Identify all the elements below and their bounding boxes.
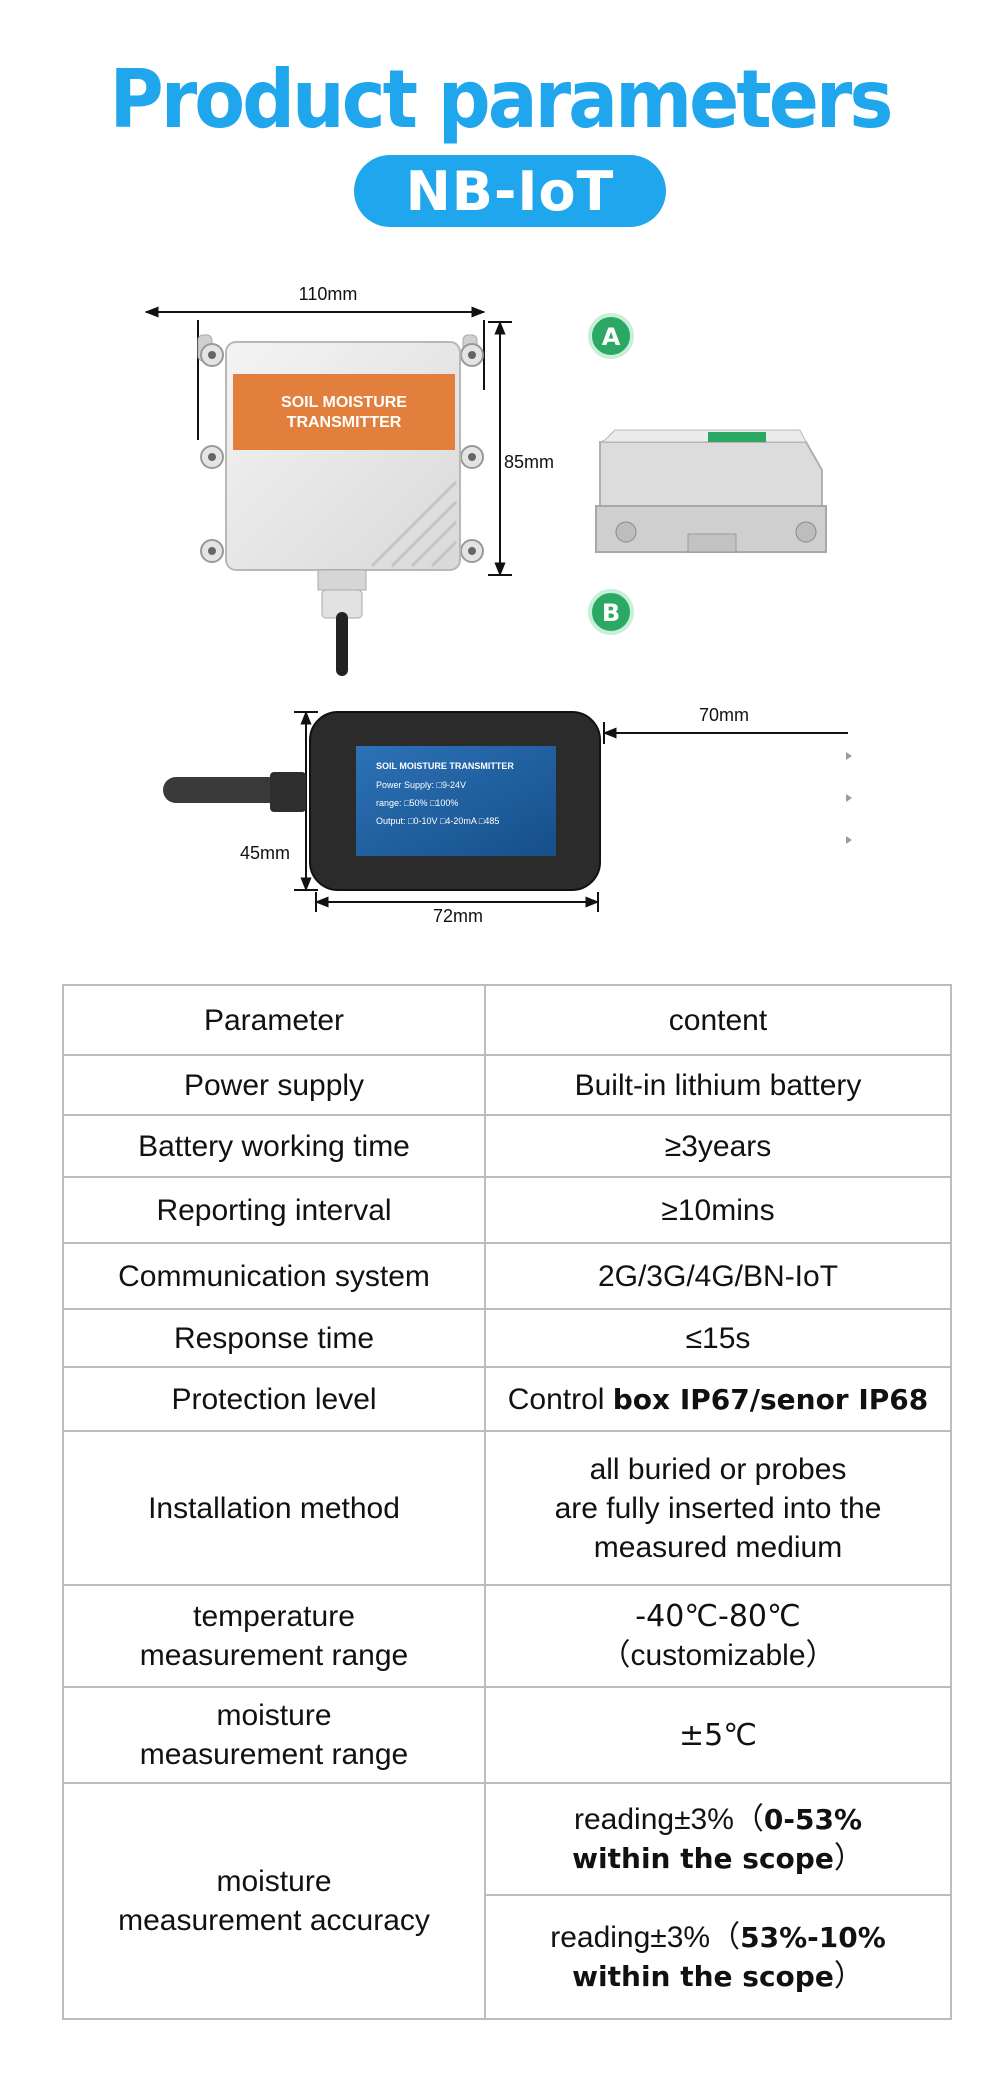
enclosure-box: SOIL MOISTURE TRANSMITTER xyxy=(197,334,484,676)
content-cell: ≥3years xyxy=(484,1114,952,1178)
parameter-table: Parameter content Power supply Built-in … xyxy=(62,984,952,2020)
content-part: ） xyxy=(833,1842,864,1875)
sticker-line3: Output: □0-10V □4-20mA □485 xyxy=(376,816,499,826)
content-cell: all buried or probes are fully inserted … xyxy=(484,1430,952,1586)
sensor-probe: SOIL MOISTURE TRANSMITTER Power Supply: … xyxy=(163,711,852,891)
sticker-title: SOIL MOISTURE TRANSMITTER xyxy=(376,761,514,771)
enclosure-side-view xyxy=(595,429,827,553)
param-cell: Reporting interval xyxy=(62,1176,486,1244)
param-cell: Response time xyxy=(62,1308,486,1368)
protocol-badge: NB-IoT xyxy=(354,155,666,227)
sticker-line2: range: □50% □100% xyxy=(376,798,458,808)
content-part-bold: 0-53% xyxy=(763,1803,863,1836)
table-row: Response time ≤15s xyxy=(62,1308,952,1368)
param-cell: Installation method xyxy=(62,1430,486,1586)
param-line: temperature xyxy=(193,1600,355,1633)
param-cell: Communication system xyxy=(62,1242,486,1310)
table-row: Reporting interval ≥10mins xyxy=(62,1176,952,1244)
content-cell: ±5℃ xyxy=(484,1686,952,1784)
param-line: measurement range xyxy=(139,1738,409,1771)
page-title: Product parameters xyxy=(109,53,894,147)
content-cell: -40℃-80℃ （customizable） xyxy=(484,1584,952,1688)
content-part: reading±3%（ xyxy=(550,1921,741,1954)
content-cell: reading±3%（53%-10% within the scope） xyxy=(484,1894,952,2020)
content-line: reading±3%（0-53% xyxy=(492,1800,944,1839)
header-content: content xyxy=(484,984,952,1056)
box-label-line2: TRANSMITTER xyxy=(287,414,402,431)
param-cell: moisture measurement range xyxy=(62,1686,486,1784)
content-line: all buried or probes xyxy=(589,1452,847,1486)
table-row: Protection level Control box IP67/senor … xyxy=(62,1366,952,1432)
table-row: Power supply Built-in lithium battery xyxy=(62,1054,952,1116)
protocol-badge-label: NB-IoT xyxy=(405,159,615,223)
content-part: ） xyxy=(833,1960,864,1993)
content-cell: ≥10mins xyxy=(484,1176,952,1244)
probe-length-label: 70mm xyxy=(699,705,749,725)
table-row: reading±3%（53%-10% within the scope） xyxy=(63,1894,952,2020)
param-line: measurement range xyxy=(139,1639,409,1672)
param-line: moisture xyxy=(216,1699,332,1732)
content-line: within the scope） xyxy=(492,1839,944,1878)
param-cell: moisture measurement accuracy xyxy=(62,1782,486,2020)
content-cell: reading±3%（0-53% within the scope） xyxy=(484,1782,952,1896)
param-cell: Protection level xyxy=(62,1366,486,1432)
content-part: reading±3%（ xyxy=(573,1803,764,1836)
content-cell: ≤15s xyxy=(484,1308,952,1368)
content-part-bold: within the scope xyxy=(572,1960,834,1993)
content-cell: 2G/3G/4G/BN-IoT xyxy=(484,1242,952,1310)
content-part-bold: 53%-10% xyxy=(740,1921,886,1954)
sticker-line1: Power Supply: □9-24V xyxy=(376,780,466,790)
param-line: measurement accuracy xyxy=(118,1904,430,1937)
product-dimension-figure: 110mm 85mm SOIL MOISTURE TRANSMITTER A xyxy=(144,284,852,926)
table-row: Communication system 2G/3G/4G/BN-IoT xyxy=(62,1242,952,1310)
content-line: （customizable） xyxy=(600,1639,836,1672)
body-width-label: 72mm xyxy=(433,906,483,926)
content-line: -40℃-80℃ xyxy=(635,1599,801,1634)
table-row: temperature measurement range -40℃-80℃ （… xyxy=(62,1584,952,1688)
content-part-bold: within the scope xyxy=(572,1842,834,1875)
param-line: moisture xyxy=(216,1865,332,1898)
content-line: within the scope） xyxy=(492,1957,944,1996)
box-label-line1: SOIL MOISTURE xyxy=(281,394,407,411)
marker-b: B xyxy=(588,589,634,635)
header-parameter: Parameter xyxy=(62,984,486,1056)
box-width-label: 110mm xyxy=(299,284,358,304)
content-part-bold: box IP67/senor IP68 xyxy=(612,1382,929,1416)
content-line: measured medium xyxy=(593,1530,843,1564)
table-row: Battery working time ≥3years xyxy=(62,1114,952,1178)
box-height-label: 85mm xyxy=(504,452,554,472)
table-row: moisture measurement range ±5℃ xyxy=(62,1686,952,1784)
marker-a: A xyxy=(588,313,634,359)
marker-a-label: A xyxy=(602,323,621,351)
content-line: are fully inserted into the xyxy=(554,1491,882,1525)
table-header-row: Parameter content xyxy=(62,984,952,1056)
marker-b-label: B xyxy=(602,599,620,627)
table-row: moisture measurement accuracy reading±3%… xyxy=(62,1782,952,2020)
param-cell: Battery working time xyxy=(62,1114,486,1178)
param-cell: Power supply xyxy=(62,1054,486,1116)
table-row: Installation method all buried or probes… xyxy=(62,1430,952,1586)
content-line: reading±3%（53%-10% xyxy=(492,1918,944,1957)
param-cell: temperature measurement range xyxy=(62,1584,486,1688)
body-height-label: 45mm xyxy=(240,843,290,863)
content-cell: Built-in lithium battery xyxy=(484,1054,952,1116)
content-part: Control xyxy=(507,1382,613,1416)
content-cell: Control box IP67/senor IP68 xyxy=(484,1366,952,1432)
